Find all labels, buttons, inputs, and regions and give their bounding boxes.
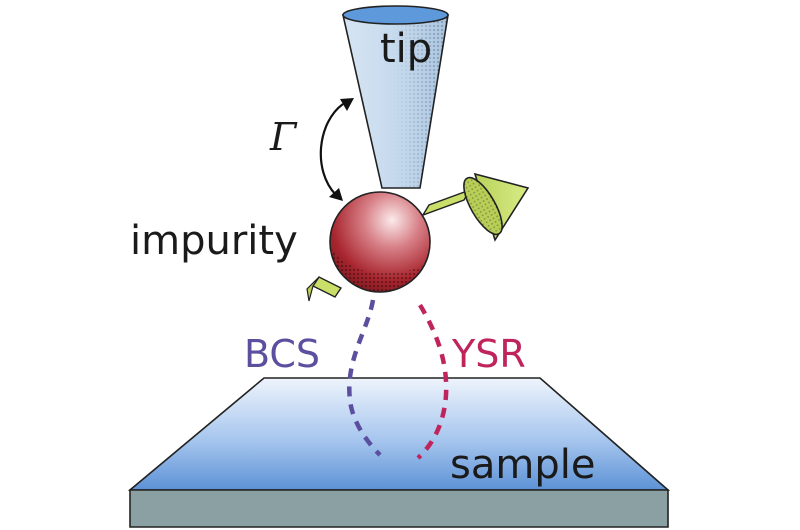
sample-label: sample [450,442,595,488]
spin-arrow [306,276,343,302]
ysr-path [416,303,449,460]
gamma-label: Γ [269,115,298,159]
tip-label: tip [380,26,432,72]
coupling-double-arrow [319,98,354,201]
bcs-path [347,299,382,457]
sample-slab [127,377,671,528]
spin-cone [421,172,530,242]
bcs-label: BCS [244,332,320,376]
impurity-sphere [329,191,431,293]
ysr-label: YSR [451,332,526,376]
impurity-label: impurity [130,218,298,264]
stm-tip [341,5,449,189]
